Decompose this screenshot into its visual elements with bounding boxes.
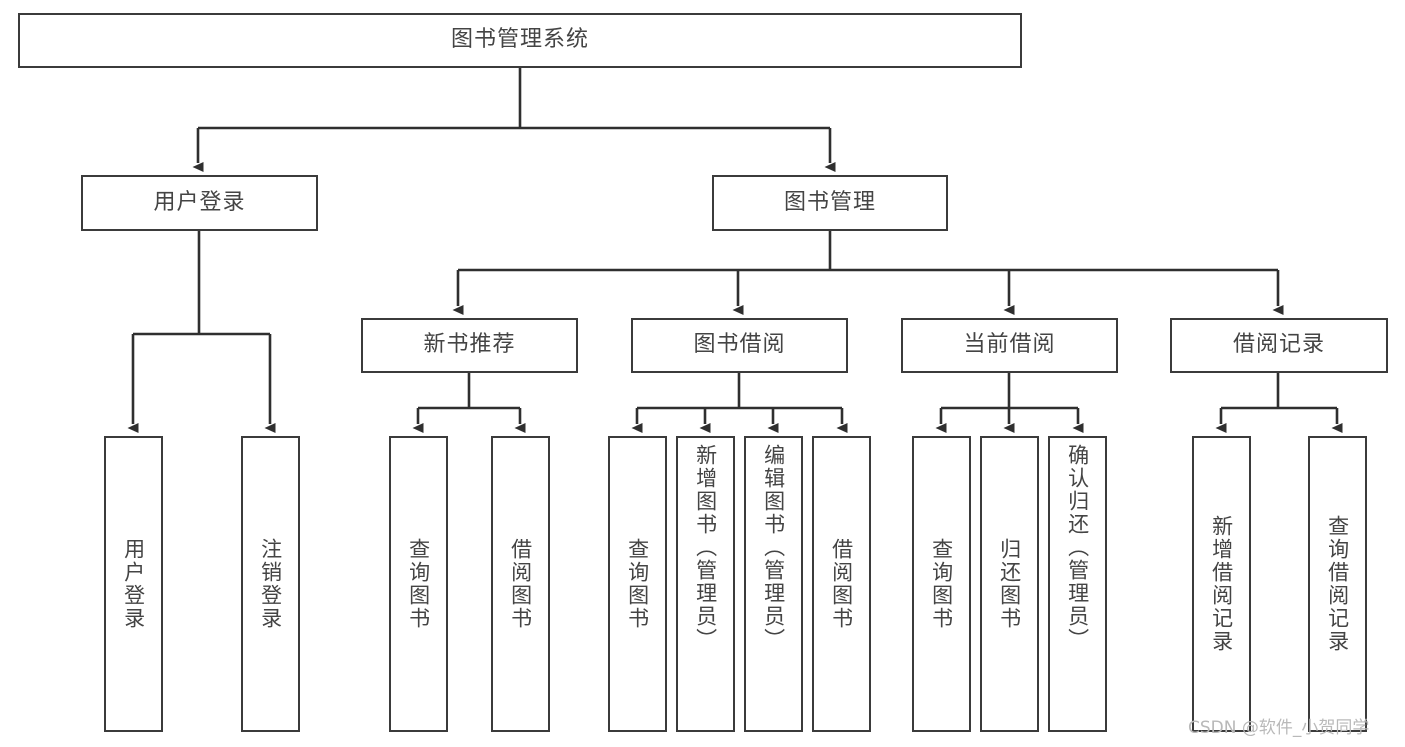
leaf-edit-book-admin-label: 编辑图书（管理员） (761, 444, 786, 651)
node-current-borrow-label: 当前借阅 (963, 332, 1056, 358)
leaf-return-books-label: 归还图书 (997, 538, 1022, 630)
leaf-borrow-books-recommend-label: 借阅图书 (508, 538, 533, 630)
leaf-user-login-label: 用户登录 (121, 538, 146, 630)
leaf-borrow-books-borrow-label: 借阅图书 (829, 538, 854, 630)
node-borrow-records-label: 借阅记录 (1232, 332, 1325, 358)
leaf-add-borrow-record[interactable]: 新增借阅记录 (1192, 436, 1251, 732)
node-root-label: 图书管理系统 (450, 27, 589, 53)
leaf-add-book-admin[interactable]: 新增图书（管理员） (676, 436, 735, 732)
node-book-management[interactable]: 图书管理 (712, 175, 948, 231)
node-book-borrow[interactable]: 图书借阅 (631, 318, 848, 373)
leaf-add-borrow-record-label: 新增借阅记录 (1209, 515, 1234, 653)
node-new-book-recommend[interactable]: 新书推荐 (361, 318, 578, 373)
node-book-borrow-label: 图书借阅 (693, 332, 786, 358)
node-new-book-recommend-label: 新书推荐 (423, 332, 516, 358)
leaf-confirm-return-admin[interactable]: 确认归还（管理员） (1048, 436, 1107, 732)
node-borrow-records[interactable]: 借阅记录 (1170, 318, 1388, 373)
leaf-query-books-current[interactable]: 查询图书 (912, 436, 971, 732)
node-book-management-label: 图书管理 (783, 189, 876, 215)
leaf-borrow-books-borrow[interactable]: 借阅图书 (812, 436, 871, 732)
node-user-login-label: 用户登录 (153, 189, 246, 215)
watermark-text: CSDN @软件_小贺同学 (1188, 718, 1370, 738)
leaf-borrow-books-recommend[interactable]: 借阅图书 (491, 436, 550, 732)
leaf-logout[interactable]: 注销登录 (241, 436, 300, 732)
leaf-confirm-return-admin-label: 确认归还（管理员） (1065, 444, 1090, 651)
node-user-login[interactable]: 用户登录 (81, 175, 318, 231)
leaf-query-books-recommend[interactable]: 查询图书 (389, 436, 448, 732)
leaf-query-books-recommend-label: 查询图书 (406, 538, 431, 630)
leaf-query-borrow-record[interactable]: 查询借阅记录 (1308, 436, 1367, 732)
leaf-add-book-admin-label: 新增图书（管理员） (693, 444, 718, 651)
leaf-query-borrow-record-label: 查询借阅记录 (1325, 515, 1350, 653)
node-root[interactable]: 图书管理系统 (18, 13, 1022, 68)
leaf-query-books-borrow[interactable]: 查询图书 (608, 436, 667, 732)
leaf-logout-label: 注销登录 (258, 538, 283, 630)
node-current-borrow[interactable]: 当前借阅 (901, 318, 1118, 373)
leaf-query-books-current-label: 查询图书 (929, 538, 954, 630)
leaf-return-books[interactable]: 归还图书 (980, 436, 1039, 732)
leaf-query-books-borrow-label: 查询图书 (625, 538, 650, 630)
leaf-edit-book-admin[interactable]: 编辑图书（管理员） (744, 436, 803, 732)
leaf-user-login[interactable]: 用户登录 (104, 436, 163, 732)
